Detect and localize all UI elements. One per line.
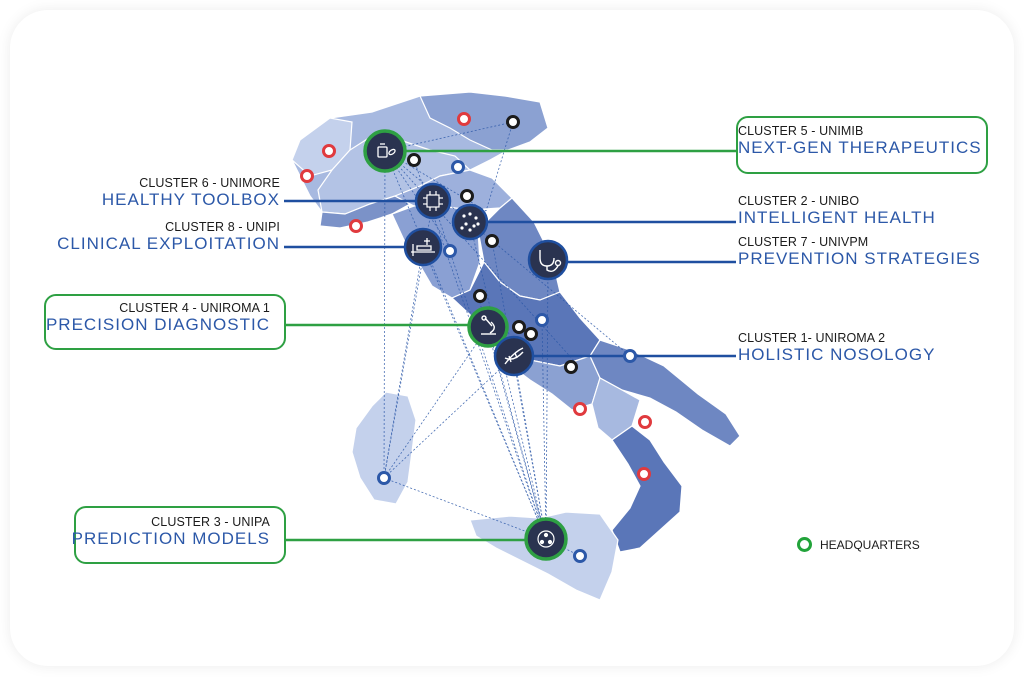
cluster-3-subtitle: CLUSTER 3 - UNIPA: [151, 515, 270, 529]
italy-map: [280, 91, 741, 601]
spoke-marker-blue: [535, 313, 549, 327]
neural-chip-icon: [460, 212, 480, 232]
microscope-icon: [481, 315, 496, 335]
hub-cluster-5[interactable]: [363, 129, 407, 173]
spoke-marker-black: [524, 327, 538, 341]
hub-cluster-6[interactable]: [414, 182, 452, 220]
spoke-marker-blue: [377, 471, 391, 485]
headquarters-ring-icon: [797, 537, 812, 552]
cluster-5-title: NEXT-GEN THERAPEUTICS: [738, 138, 982, 157]
hub-cluster-7[interactable]: [527, 239, 569, 281]
cluster-3-title: PREDICTION MODELS: [71, 529, 270, 548]
spoke-marker-black: [506, 115, 520, 129]
spoke-marker-blue: [623, 349, 637, 363]
cluster-1-subtitle: CLUSTER 1- UNIROMA 2: [738, 331, 886, 345]
spoke-marker-black: [407, 153, 421, 167]
dna-icon: [504, 347, 524, 365]
cluster-4-title: PRECISION DIAGNOSTIC: [45, 315, 270, 334]
network-globe-icon: [537, 530, 555, 548]
map-card: CLUSTER 5 - UNIMIB NEXT-GEN THERAPEUTICS…: [10, 10, 1014, 666]
spoke-marker-red: [637, 467, 651, 481]
spoke-marker-red: [638, 415, 652, 429]
cluster-5-subtitle: CLUSTER 5 - UNIMIB: [738, 124, 864, 138]
stethoscope-icon: [539, 250, 562, 273]
cluster-4-box: [44, 294, 286, 350]
hub-cluster-1[interactable]: [493, 335, 535, 377]
label-connectors: [280, 149, 736, 542]
medicine-bottle-icon: [377, 143, 396, 158]
hub-cluster-8[interactable]: [403, 227, 443, 267]
spoke-marker-red: [349, 219, 363, 233]
cluster-4-subtitle: CLUSTER 4 - UNIROMA 1: [119, 301, 270, 315]
hub-cluster-2[interactable]: [451, 203, 489, 241]
cluster-2-subtitle: CLUSTER 2 - UNIBO: [738, 194, 860, 208]
spoke-marker-blue: [573, 549, 587, 563]
hospital-bed-icon: [411, 238, 435, 256]
spoke-marker-red: [322, 144, 336, 158]
spoke-markers: [300, 112, 652, 563]
cluster-3-box: [74, 506, 286, 564]
spoke-marker-blue: [443, 244, 457, 258]
cluster-7-subtitle: CLUSTER 7 - UNIVPM: [738, 235, 869, 249]
cluster-6-subtitle: CLUSTER 6 - UNIMORE: [139, 176, 280, 190]
cluster-4-label[interactable]: CLUSTER 4 - UNIROMA 1 PRECISION DIAGNOST…: [46, 301, 270, 334]
cluster-7-title: PREVENTION STRATEGIES: [738, 249, 981, 268]
legend: HEADQUARTERS: [797, 537, 920, 552]
cluster-2-label[interactable]: CLUSTER 2 - UNIBO INTELLIGENT HEALTH: [738, 194, 936, 227]
cluster-5-label[interactable]: CLUSTER 5 - UNIMIB NEXT-GEN THERAPEUTICS: [738, 124, 982, 157]
cluster-8-label[interactable]: CLUSTER 8 - UNIPI CLINICAL EXPLOITATION: [57, 220, 280, 253]
spoke-marker-red: [573, 402, 587, 416]
legend-headquarters-label: HEADQUARTERS: [820, 537, 920, 552]
spoke-marker-black: [564, 360, 578, 374]
spoke-marker-black: [460, 189, 474, 203]
cluster-6-title: HEALTHY TOOLBOX: [101, 190, 280, 209]
spoke-marker-black: [473, 289, 487, 303]
cluster-8-title: CLINICAL EXPLOITATION: [57, 234, 280, 253]
cluster-1-title: HOLISTIC NOSOLOGY: [738, 345, 936, 364]
cluster-6-label[interactable]: CLUSTER 6 - UNIMORE HEALTHY TOOLBOX: [102, 176, 280, 209]
cluster-7-label[interactable]: CLUSTER 7 - UNIVPM PREVENTION STRATEGIES: [738, 235, 981, 268]
cluster-8-subtitle: CLUSTER 8 - UNIPI: [165, 220, 280, 234]
hub-cluster-4[interactable]: [467, 306, 509, 348]
spoke-marker-red: [457, 112, 471, 126]
cluster-2-title: INTELLIGENT HEALTH: [738, 208, 936, 227]
circuit-chip-icon: [423, 191, 443, 211]
cluster-5-box: [736, 116, 988, 174]
cluster-3-label[interactable]: CLUSTER 3 - UNIPA PREDICTION MODELS: [72, 515, 270, 548]
cluster-1-label[interactable]: CLUSTER 1- UNIROMA 2 HOLISTIC NOSOLOGY: [738, 331, 935, 364]
spoke-marker-black: [485, 234, 499, 248]
spoke-marker-blue: [451, 160, 465, 174]
hub-cluster-3[interactable]: [524, 517, 568, 561]
spoke-marker-red: [300, 169, 314, 183]
cluster-hubs: [363, 129, 569, 561]
spoke-marker-black: [512, 320, 526, 334]
